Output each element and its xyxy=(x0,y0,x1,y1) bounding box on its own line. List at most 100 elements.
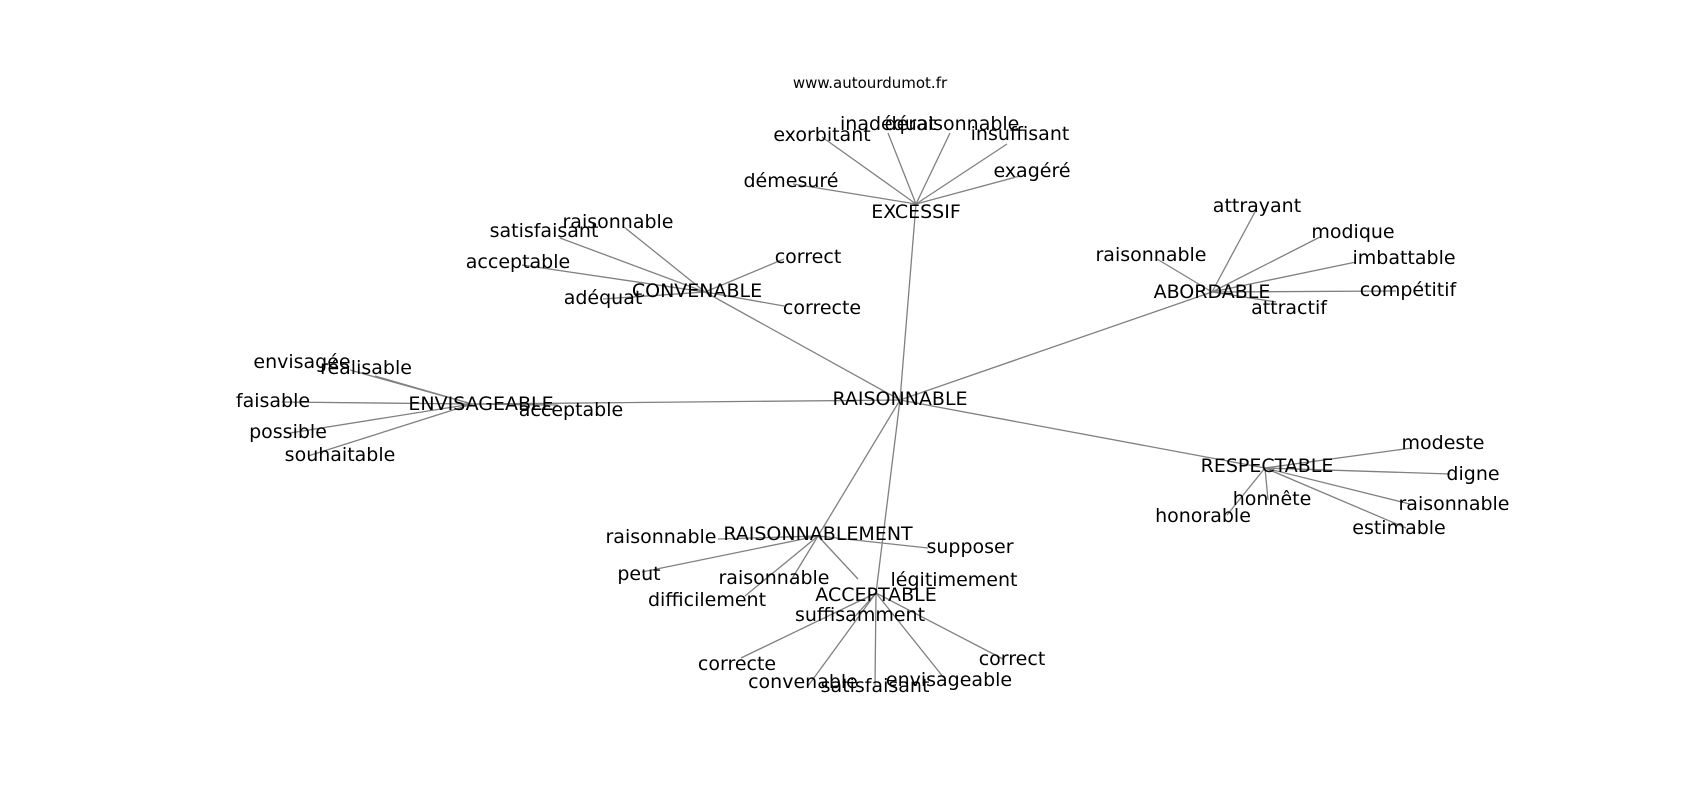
word-node[interactable]: modique xyxy=(1311,221,1394,243)
edge-abordable-1 xyxy=(1211,236,1321,293)
word-node[interactable]: correcte xyxy=(783,297,861,319)
edge-center-abordable xyxy=(899,291,1213,401)
word-node[interactable]: insuffisant xyxy=(971,123,1070,145)
hub-node-abordable[interactable]: ABORDABLE xyxy=(1154,281,1271,303)
edge-respectable-3 xyxy=(1264,467,1269,501)
edge-abordable-2 xyxy=(1156,258,1213,293)
edge-excessif-5 xyxy=(792,183,917,205)
word-node[interactable]: acceptable xyxy=(466,251,570,273)
edge-envisageable-1 xyxy=(374,375,473,405)
word-node[interactable]: correct xyxy=(775,246,842,268)
word-node[interactable]: correcte xyxy=(698,653,776,675)
word-node[interactable]: peut xyxy=(617,563,660,585)
edge-acceptable-1 xyxy=(740,592,877,659)
label-layer: www.autourdumot.fr RAISONNABLE EXCESSIF i… xyxy=(236,74,1510,697)
edge-convenable-1 xyxy=(559,237,706,293)
word-node[interactable]: attrayant xyxy=(1213,195,1301,217)
word-node[interactable]: modeste xyxy=(1402,432,1485,454)
edge-center-acceptable xyxy=(875,399,901,594)
word-node[interactable]: difficilement xyxy=(648,589,766,611)
edge-acceptable-4 xyxy=(874,592,877,688)
word-node[interactable]: démesuré xyxy=(744,170,839,192)
hub-node-envisageable[interactable]: ENVISAGEABLE xyxy=(408,393,553,415)
word-node[interactable]: envisageable xyxy=(886,669,1012,691)
word-node[interactable]: honorable xyxy=(1155,505,1251,527)
edge-abordable-3 xyxy=(1211,261,1357,293)
edge-excessif-4 xyxy=(915,175,1021,205)
hub-node-acceptable[interactable]: ACCEPTABLE xyxy=(815,584,936,606)
edge-raisonnablement-0 xyxy=(717,535,819,540)
edge-abordable-4 xyxy=(1211,290,1397,293)
word-node[interactable]: légitimement xyxy=(891,569,1018,591)
source-watermark: www.autourdumot.fr xyxy=(793,74,948,92)
word-node[interactable]: souhaitable xyxy=(285,444,396,466)
edge-raisonnablement-3 xyxy=(789,535,819,583)
edge-envisageable-2 xyxy=(281,401,473,405)
edge-convenable-2 xyxy=(521,264,706,293)
word-node[interactable]: attractif xyxy=(1251,297,1328,319)
edge-raisonnablement-4 xyxy=(817,535,859,580)
edge-respectable-1 xyxy=(1264,467,1451,475)
edge-envisageable-3 xyxy=(289,403,473,434)
word-node[interactable]: adéquat xyxy=(564,287,643,309)
word-node[interactable]: exagéré xyxy=(993,160,1070,182)
hub-node-raisonnablement[interactable]: RAISONNABLEMENT xyxy=(723,523,913,545)
word-node[interactable]: raisonnable xyxy=(1398,493,1509,515)
edge-center-excessif xyxy=(899,203,917,401)
edge-center-envisageable xyxy=(471,399,901,405)
word-node[interactable]: raisonnable xyxy=(718,567,829,589)
edge-acceptable-3 xyxy=(807,592,877,687)
word-node[interactable]: honnête xyxy=(1233,488,1312,510)
edge-envisageable-5 xyxy=(471,403,559,406)
word-node[interactable]: imbattable xyxy=(1352,247,1455,269)
word-node[interactable]: satisfaisant xyxy=(490,220,599,242)
word-node[interactable]: satisfaisant xyxy=(821,675,930,697)
edge-abordable-5 xyxy=(1211,291,1277,303)
center-node-label[interactable]: RAISONNABLE xyxy=(832,388,967,410)
edge-layer xyxy=(281,132,1451,688)
word-node[interactable]: raisonnable xyxy=(605,526,716,548)
edge-envisageable-4 xyxy=(307,403,473,457)
word-node[interactable]: convenable xyxy=(748,671,858,693)
word-node[interactable]: réalisable xyxy=(320,357,412,379)
hub-node-respectable[interactable]: RESPECTABLE xyxy=(1201,455,1334,477)
edge-convenable-5 xyxy=(704,291,785,307)
edge-abordable-0 xyxy=(1211,209,1257,293)
edge-raisonnablement-1 xyxy=(817,535,929,549)
word-node[interactable]: suffisamment xyxy=(795,604,925,626)
hub-node-convenable[interactable]: CONVENABLE xyxy=(632,280,762,302)
edge-respectable-4 xyxy=(1226,467,1266,516)
edge-center-convenable xyxy=(704,291,901,401)
edge-respectable-0 xyxy=(1264,447,1413,469)
edge-excessif-0 xyxy=(887,132,917,205)
edge-respectable-2 xyxy=(1264,467,1411,505)
word-node[interactable]: faisable xyxy=(236,390,310,412)
edge-respectable-5 xyxy=(1264,467,1407,529)
word-node[interactable]: compétitif xyxy=(1360,279,1458,301)
edge-excessif-3 xyxy=(915,143,1008,205)
edge-raisonnablement-2 xyxy=(641,535,819,573)
edge-center-respectable xyxy=(899,399,1266,469)
word-node[interactable]: estimable xyxy=(1352,517,1446,539)
word-node[interactable]: digne xyxy=(1446,463,1499,485)
edge-acceptable-5 xyxy=(875,592,945,679)
edge-acceptable-2 xyxy=(875,592,1004,660)
edge-excessif-2 xyxy=(821,136,917,205)
edge-excessif-1 xyxy=(915,132,951,205)
word-node[interactable]: raisonnable xyxy=(1095,244,1206,266)
word-node[interactable]: supposer xyxy=(926,536,1013,558)
word-node[interactable]: inadéquat xyxy=(840,113,936,135)
edge-convenable-0 xyxy=(623,226,706,293)
hub-node-excessif[interactable]: EXCESSIF xyxy=(871,201,961,223)
word-node[interactable]: envisagée xyxy=(253,351,350,373)
edge-raisonnablement-5 xyxy=(744,535,819,597)
word-node[interactable]: possible xyxy=(249,421,327,443)
word-node[interactable]: correct xyxy=(979,648,1046,670)
word-node[interactable]: raisonnable xyxy=(562,211,673,233)
word-node[interactable]: acceptable xyxy=(519,399,623,421)
edge-convenable-4 xyxy=(602,291,706,300)
word-node[interactable]: exorbitant xyxy=(773,124,870,146)
word-node[interactable]: déraisonnable xyxy=(885,113,1020,135)
edge-convenable-3 xyxy=(704,258,785,293)
